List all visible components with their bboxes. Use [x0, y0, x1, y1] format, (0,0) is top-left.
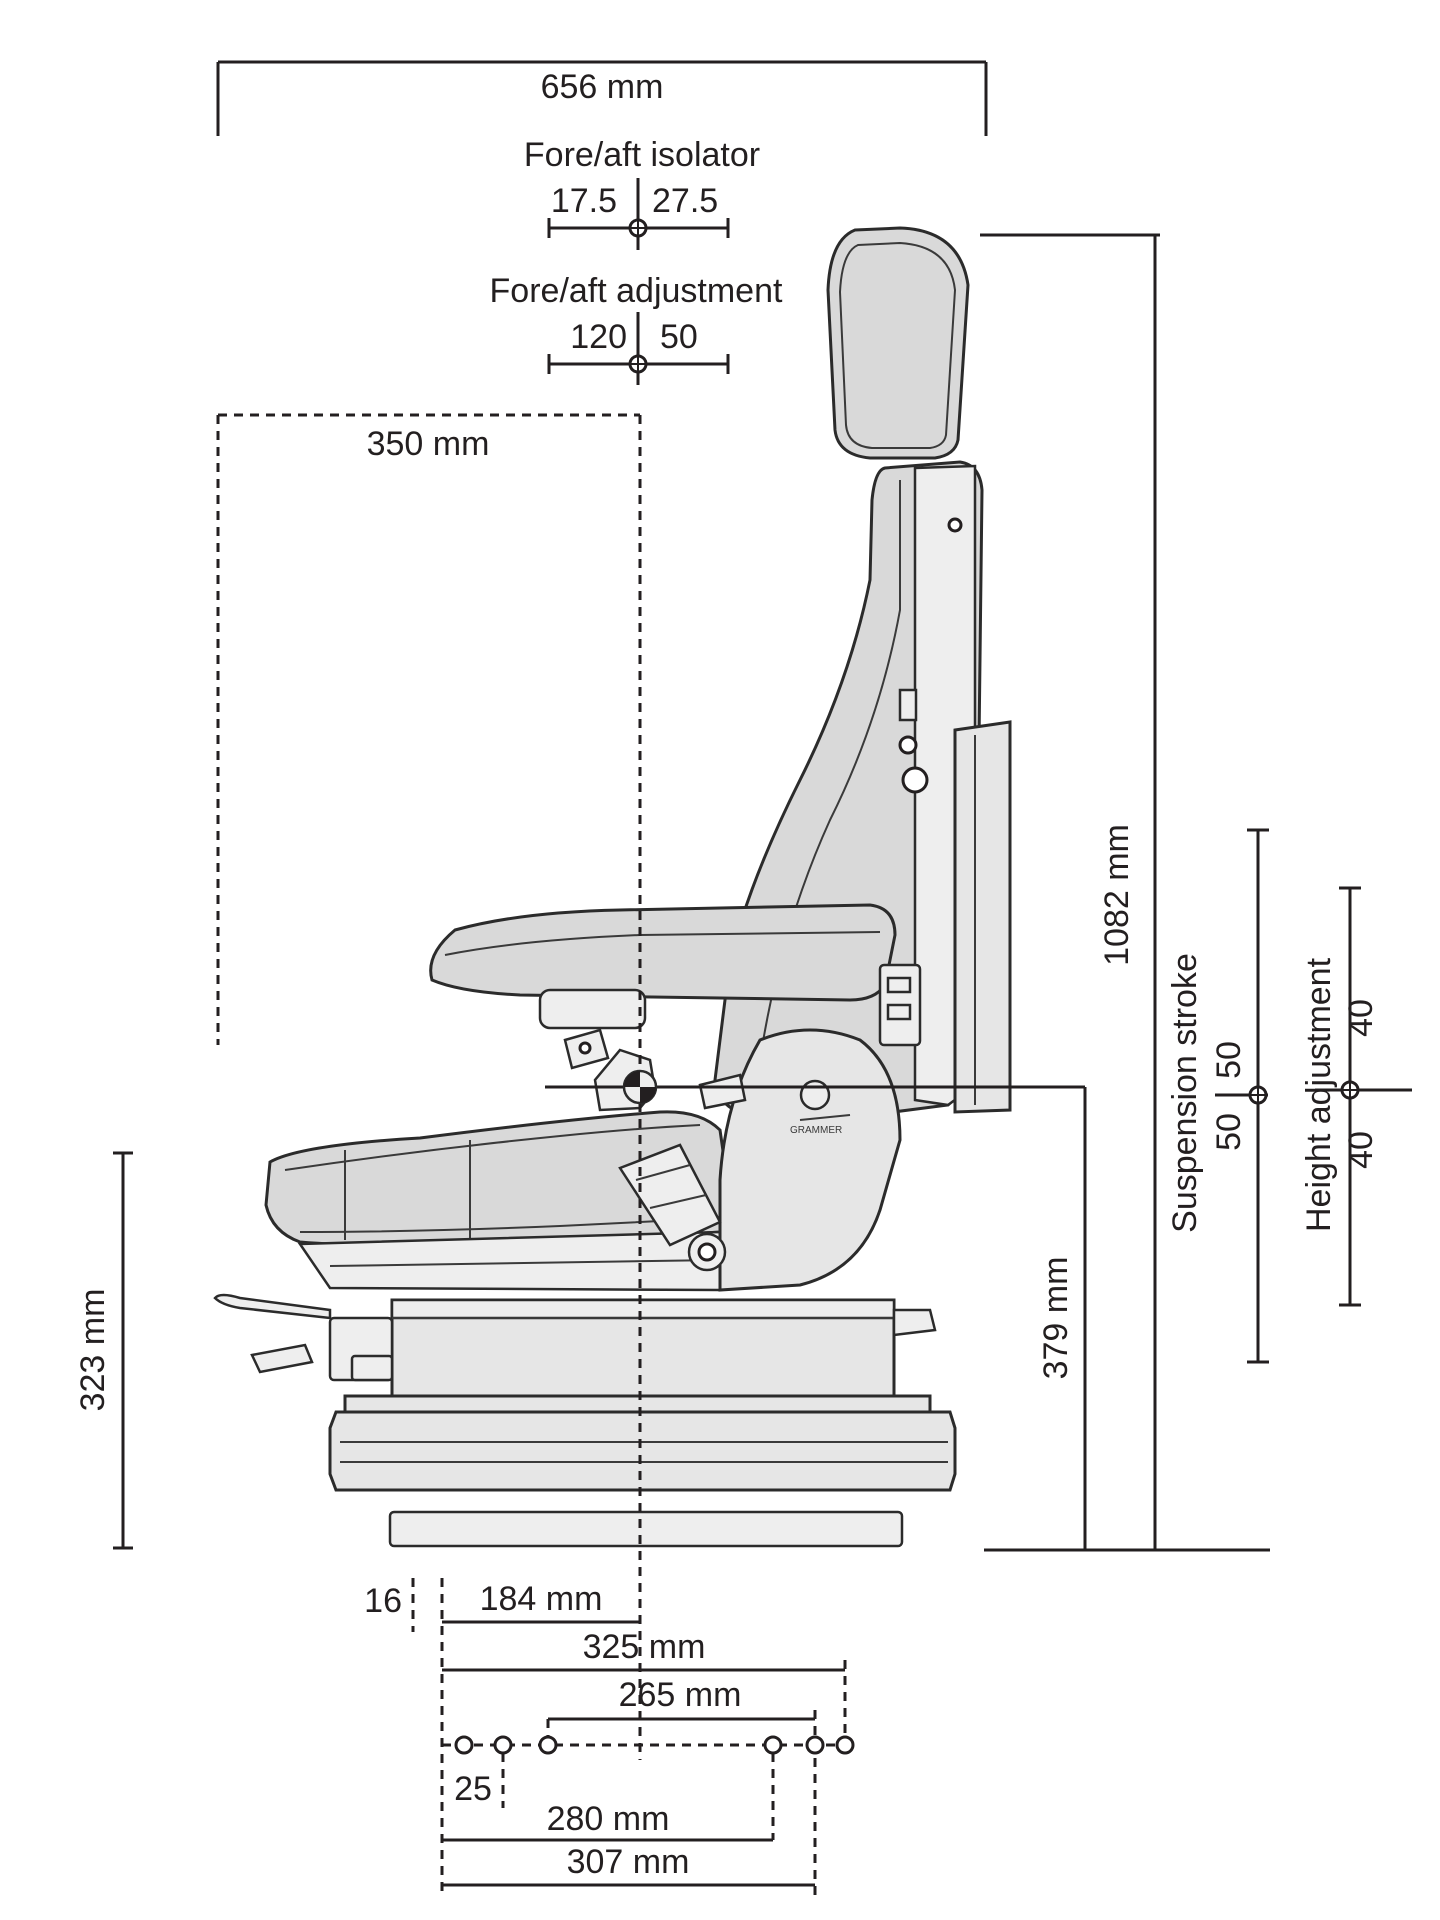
- base-height-label: 323 mm: [74, 1289, 112, 1412]
- seat-backrest: [713, 460, 1012, 1117]
- suspension-up: 50: [1210, 1041, 1248, 1079]
- reference-label: 350 mm: [367, 425, 490, 463]
- fore-aft-isolator: Fore/aft isolator 17.5 27.5: [524, 136, 760, 250]
- isolator-left: 17.5: [551, 182, 617, 220]
- hole-spacing-label: 25: [454, 1770, 492, 1808]
- width-label: 656 mm: [541, 68, 664, 106]
- height-adjustment: Height adjustment 40 40: [1300, 886, 1412, 1307]
- suspension-down: 50: [1210, 1113, 1248, 1151]
- seat-height-label: 379 mm: [1037, 1257, 1075, 1380]
- fore-aft-adjustment: Fore/aft adjustment 120 50: [490, 272, 783, 385]
- armrest: [429, 903, 922, 1047]
- mounting-dimensions: 16 184 mm 325 mm 265 mm 25 280 mm 307 mm: [364, 1578, 855, 1898]
- brand-mark: GRAMMER: [790, 1125, 842, 1136]
- seat-reference-dimension: 350 mm: [216, 413, 642, 1760]
- height-adjustment-down: 40: [1342, 1131, 1380, 1169]
- suspension-stroke: Suspension stroke 50 50: [1166, 828, 1269, 1364]
- front-offset-label: 184 mm: [480, 1580, 603, 1618]
- adjustment-right: 50: [660, 318, 698, 356]
- mount-280-label: 280 mm: [547, 1800, 670, 1838]
- overall-height-label: 1082 mm: [1098, 824, 1136, 966]
- seat-base: [213, 1293, 957, 1548]
- mount-325-label: 325 mm: [583, 1628, 706, 1666]
- offset-small-label: 16: [364, 1582, 402, 1620]
- overall-height-dimension: 1082 mm: [980, 233, 1160, 1550]
- suspension-title: Suspension stroke: [1166, 953, 1204, 1233]
- mount-265-label: 265 mm: [619, 1676, 742, 1714]
- height-adjustment-up: 40: [1342, 999, 1380, 1037]
- isolator-title: Fore/aft isolator: [524, 136, 760, 174]
- adjustment-left: 120: [570, 318, 627, 356]
- mount-307-label: 307 mm: [567, 1843, 690, 1881]
- isolator-right: 27.5: [652, 182, 718, 220]
- seat-illustration: GRAMMER: [213, 226, 1012, 1548]
- width-dimension: 656 mm: [216, 60, 988, 136]
- headrest: [826, 226, 970, 460]
- height-adjustment-title: Height adjustment: [1300, 957, 1338, 1232]
- adjustment-title: Fore/aft adjustment: [490, 272, 783, 310]
- seat-index-point: [545, 1069, 1087, 1550]
- base-height-dimension: 323 mm: [74, 1151, 133, 1550]
